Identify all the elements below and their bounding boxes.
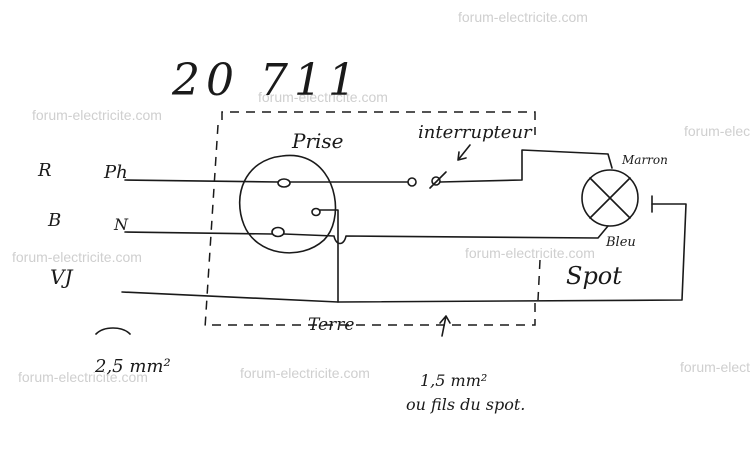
wire-earth-socket xyxy=(319,209,339,303)
section-main-label: 2,5 mm² xyxy=(94,356,171,377)
watermark: forum-electricite.com xyxy=(680,359,750,375)
watermark: forum-electricite.com xyxy=(240,365,370,381)
interrupteur-label: interrupteur xyxy=(418,122,533,143)
switch-lever xyxy=(429,171,447,189)
section-spot-label: 1,5 mm² xyxy=(420,371,487,390)
watermark: forum-electricite.com xyxy=(684,123,750,139)
wire-phase-in xyxy=(124,179,279,183)
wire-label-r: R xyxy=(37,160,52,181)
watermark: forum-electricite.com xyxy=(32,107,162,123)
bleu-label: Bleu xyxy=(605,235,636,250)
switch-contact-b xyxy=(431,176,441,186)
wire-neutre-to-spot xyxy=(283,225,609,245)
watermark: forum-electricite.com xyxy=(458,9,588,25)
spot-label: Spot xyxy=(566,262,622,290)
section-spot-note: ou fils du spot. xyxy=(406,395,525,414)
socket-outline xyxy=(238,154,337,254)
enclosure-bottom xyxy=(212,300,536,326)
wire-earth-main xyxy=(121,203,687,303)
wire-switched-phase xyxy=(439,149,613,183)
neutre-label: N xyxy=(113,215,129,234)
wire-label-vj: VJ xyxy=(50,265,73,289)
watermark: forum-electricite.com xyxy=(258,89,388,105)
terre-label: Terre xyxy=(308,315,354,335)
switch-contact-a xyxy=(407,177,417,187)
terre-arrow xyxy=(439,315,451,337)
section-brace xyxy=(95,327,131,335)
enclosure-right-low xyxy=(537,259,541,301)
socket-earth xyxy=(311,207,321,217)
diagram-title: 20 711 xyxy=(171,55,362,106)
watermark: forum-electricite.com xyxy=(12,249,142,265)
phase-label: Ph xyxy=(103,162,128,183)
interrupteur-arrow xyxy=(457,144,471,161)
enclosure-left xyxy=(204,124,219,329)
lamp-icon xyxy=(581,169,639,227)
watermark: forum-electricite.com xyxy=(465,245,595,261)
watermarks: forum-electricite.com forum-electricite.… xyxy=(12,9,750,385)
watermark: forum-electricite.com xyxy=(18,369,148,385)
prise-label: Prise xyxy=(291,129,344,153)
enclosure-top xyxy=(221,111,536,135)
lamp-cross xyxy=(589,177,631,219)
wire-label-b: B xyxy=(47,210,61,231)
socket-pin-neutre xyxy=(271,226,285,238)
wire-neutre-in xyxy=(124,231,273,235)
marron-label: Marron xyxy=(621,153,668,167)
socket-pin-phase xyxy=(277,178,291,188)
